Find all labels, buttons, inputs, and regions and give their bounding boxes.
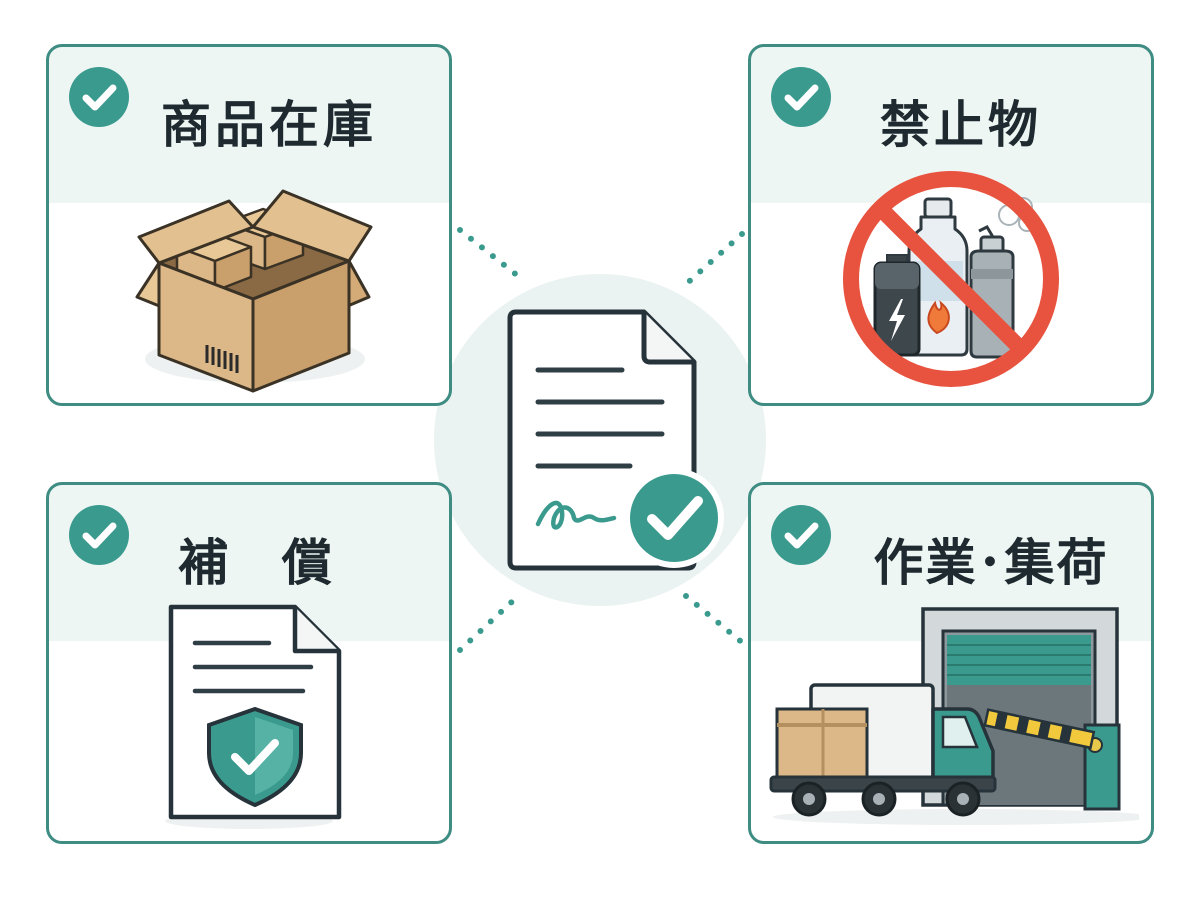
card-title: 補 償	[178, 534, 350, 592]
operations-pickup-card: 作業･集荷	[748, 482, 1154, 844]
card-title: 作業･集荷	[873, 534, 1109, 592]
prohibited-items-card: 禁止物	[748, 44, 1154, 406]
check-icon	[69, 505, 129, 565]
shield-document-icon	[155, 601, 355, 835]
card-title: 禁止物	[880, 96, 1042, 154]
compensation-card: 補 償	[46, 482, 452, 844]
cardboard-box-icon	[133, 165, 373, 401]
check-icon	[771, 505, 831, 565]
check-icon	[69, 67, 129, 127]
prohibited-items-icon	[837, 165, 1065, 397]
inventory-card: 商品在庫	[46, 44, 452, 406]
signed-contract-icon	[434, 272, 774, 616]
check-icon	[771, 67, 831, 127]
truck-warehouse-icon	[767, 605, 1151, 831]
card-title: 商品在庫	[161, 96, 377, 154]
